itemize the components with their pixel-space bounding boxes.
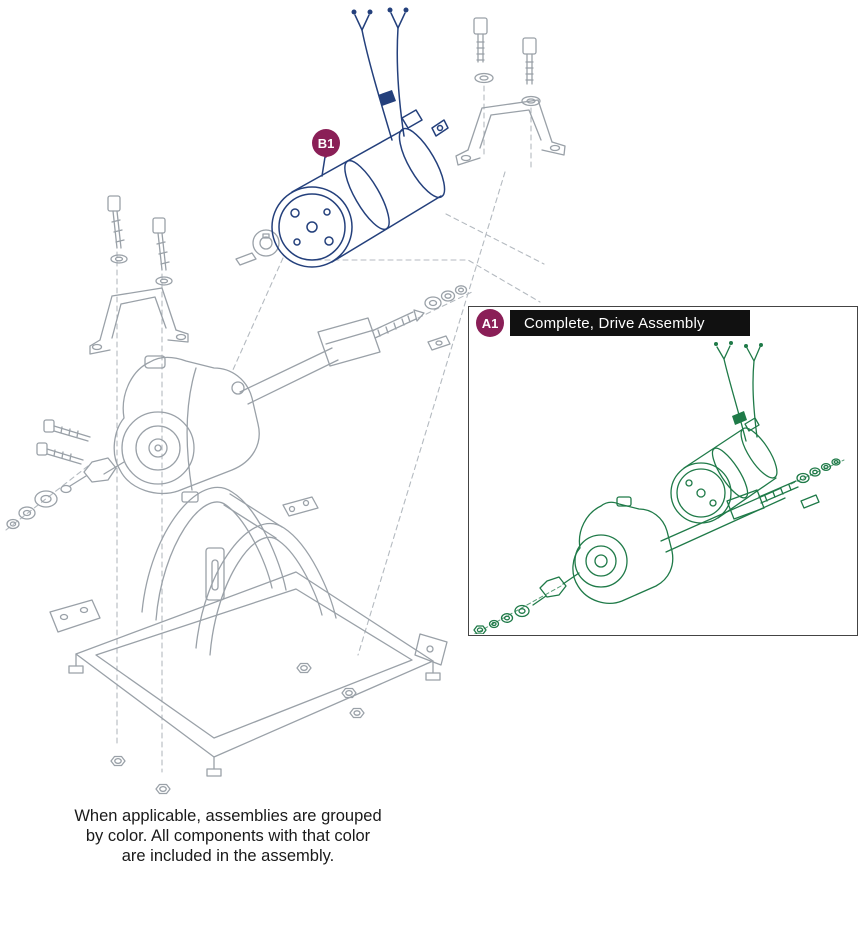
callout-b1-label: B1 bbox=[317, 135, 335, 151]
complete-drive-assembly-art bbox=[473, 341, 845, 634]
caption-line: by color. All components with that color bbox=[85, 827, 371, 845]
drive-shaft-art bbox=[239, 285, 468, 405]
inset-dash-lines bbox=[473, 459, 845, 634]
inset-assembly-line-art bbox=[473, 341, 841, 634]
callout-a1[interactable]: A1 bbox=[476, 309, 504, 337]
washer bbox=[6, 490, 58, 530]
caption-line: When applicable, assemblies are grouped bbox=[74, 807, 382, 825]
inset-title: Complete, Drive Assembly bbox=[524, 314, 705, 332]
bolt bbox=[473, 17, 537, 85]
inset-title-bar: Complete, Drive Assembly bbox=[510, 310, 750, 336]
gearbox-art bbox=[60, 355, 260, 503]
motor-assembly-art bbox=[271, 7, 449, 268]
motor-wires-art bbox=[351, 7, 409, 141]
frame-art bbox=[49, 486, 448, 777]
hardware-line-art bbox=[6, 17, 566, 795]
inset-panel: A1 Complete, Drive Assembly bbox=[468, 306, 858, 636]
motor-strap-bracket bbox=[89, 287, 189, 355]
screw bbox=[36, 419, 91, 465]
alignment-dash-lines bbox=[5, 85, 545, 773]
caption-line: are included in the assembly. bbox=[121, 847, 335, 865]
callout-a1-label: A1 bbox=[481, 315, 499, 331]
motor-strap-bracket bbox=[455, 99, 566, 166]
callout-b1[interactable]: B1 bbox=[312, 129, 340, 158]
washer bbox=[110, 254, 173, 286]
color-grouping-note: When applicable, assemblies are grouped … bbox=[28, 806, 428, 866]
hex-nut bbox=[110, 662, 365, 795]
motor-coupler bbox=[235, 229, 280, 266]
bolt bbox=[107, 195, 170, 271]
